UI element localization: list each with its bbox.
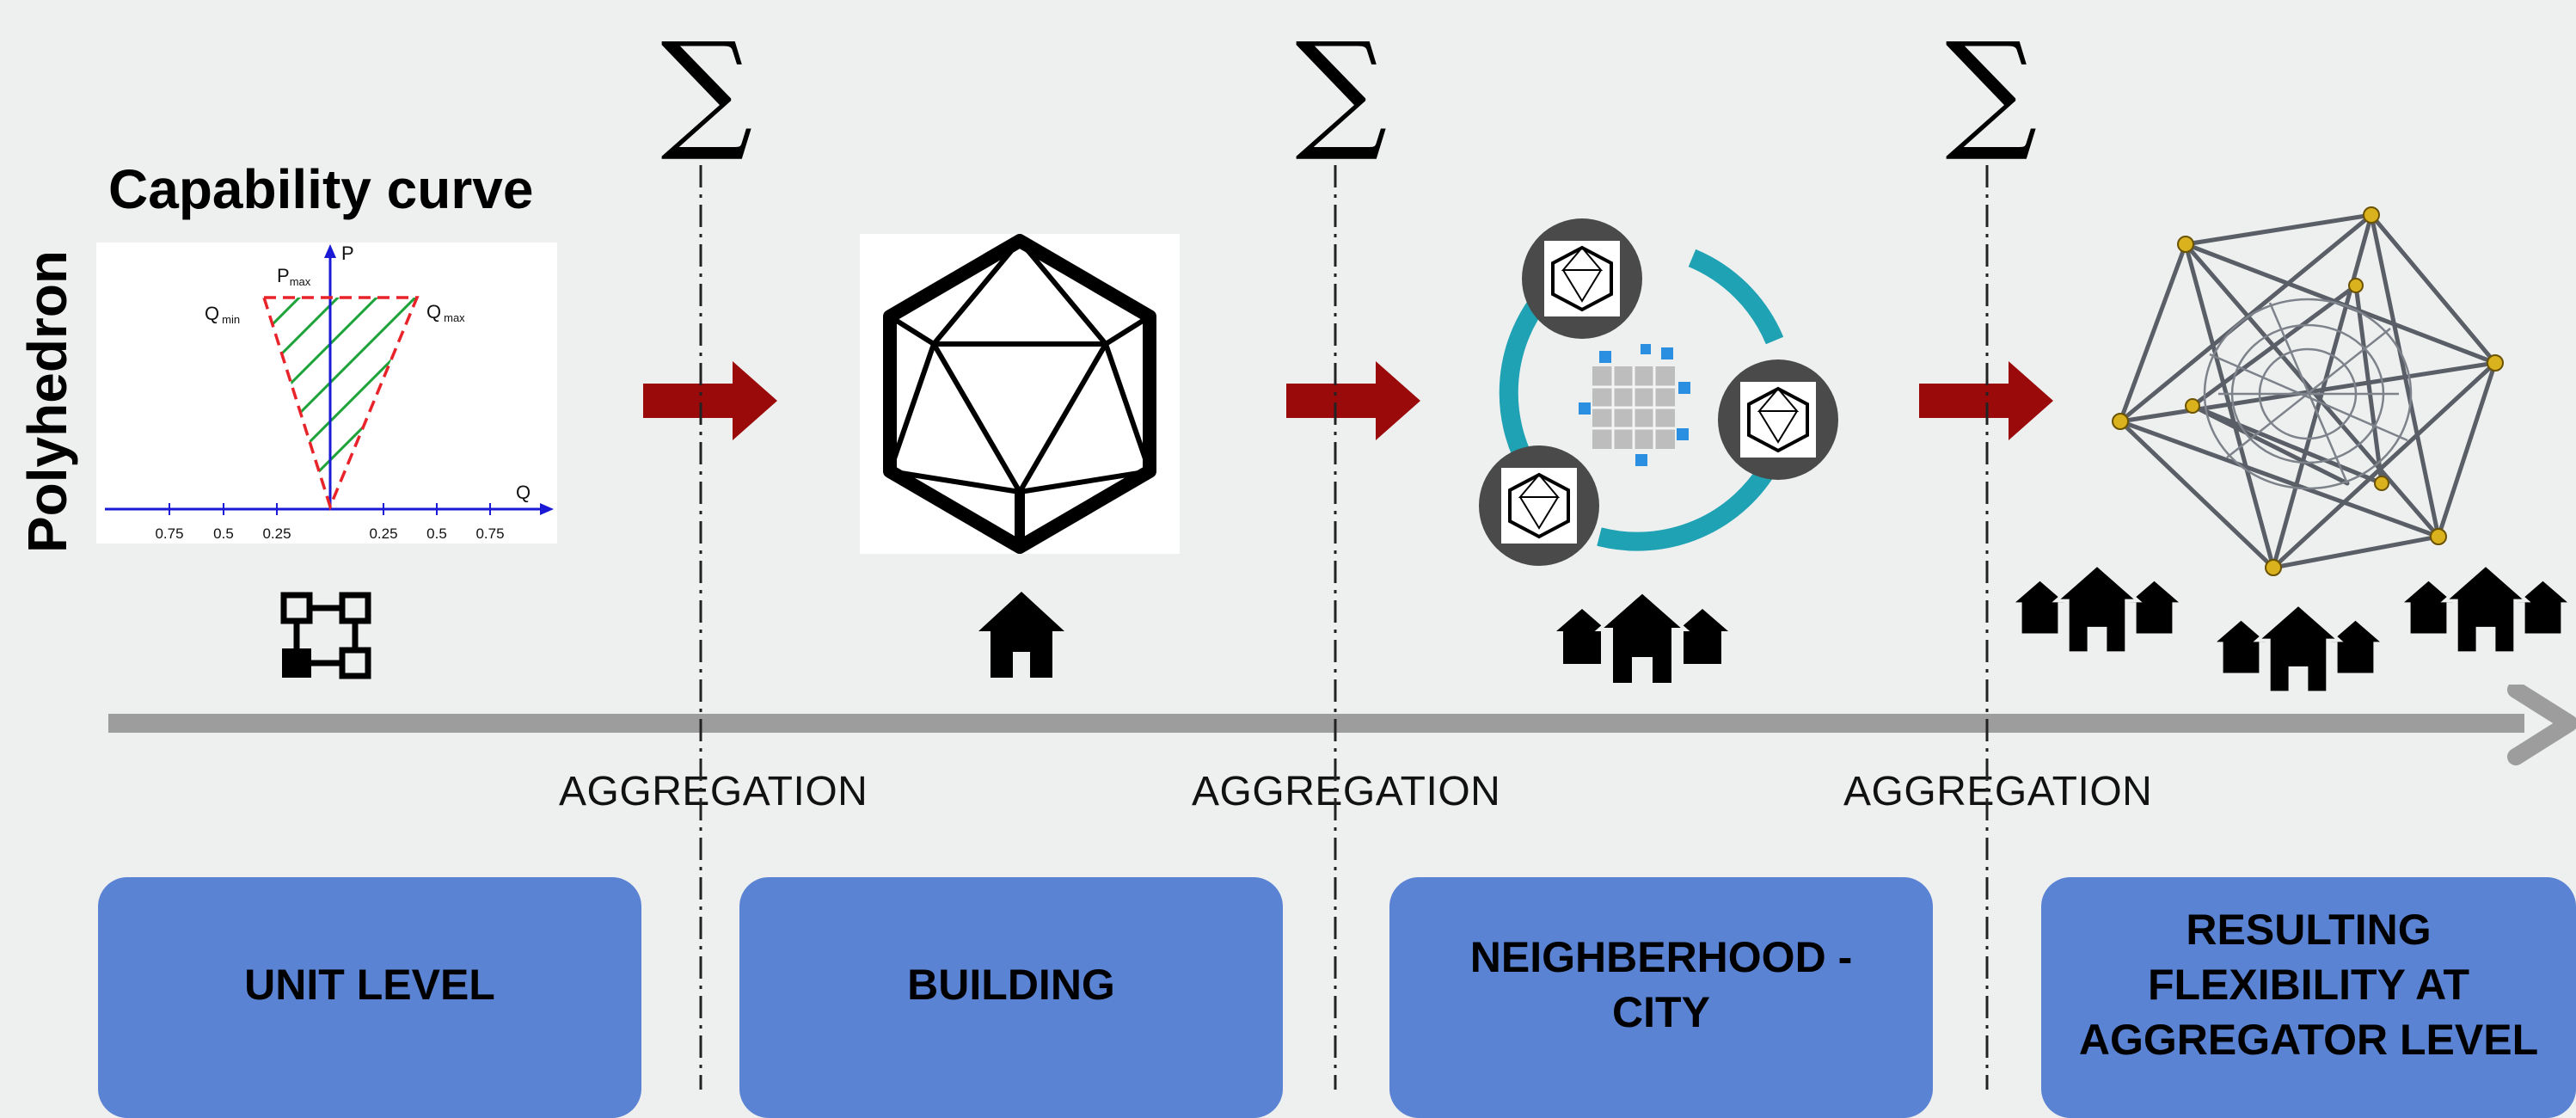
cube-cluster-icon	[1579, 344, 1690, 466]
icosahedron-icon	[883, 234, 1156, 554]
aggregation-label: AGGREGATION	[1843, 769, 2153, 814]
tick-label: 0.75	[475, 525, 504, 542]
house-icon	[978, 592, 1064, 678]
p-max-label: Pmax	[277, 265, 311, 288]
side-label: Polyhedron	[16, 249, 78, 554]
node-bottom	[1479, 445, 1599, 566]
q-axis-ticks	[169, 503, 491, 515]
tick-label: 0.5	[426, 525, 447, 542]
p-axis-label: P	[341, 243, 354, 264]
aggregation-divider	[1334, 165, 1337, 1090]
tick-label: 0.75	[155, 525, 183, 542]
stage-unit-level: UNIT LEVEL	[98, 877, 641, 1118]
stage-neighborhood-city: NEIGHBERHOOD - CITY	[1389, 877, 1933, 1118]
polytope-graphic	[2112, 206, 2504, 576]
capability-title: Capability curve	[108, 158, 534, 220]
aggregation-divider	[1985, 165, 1989, 1090]
right-arrow-icon	[1286, 361, 1420, 440]
stage-label: NEIGHBERHOOD - CITY	[1469, 933, 1853, 1036]
stage-aggregator-level: RESULTING FLEXIBILITY AT AGGREGATOR LEVE…	[2041, 877, 2576, 1118]
right-arrow-icon	[1919, 361, 2053, 440]
houses-cluster-icon	[2015, 564, 2179, 654]
q-axis-arrowhead	[540, 503, 554, 515]
q-axis-label: Q	[516, 482, 531, 503]
q-tick-labels: 0.75 0.5 0.25 0.25 0.5 0.75	[155, 525, 504, 542]
tick-label: 0.25	[369, 525, 397, 542]
node-top	[1522, 218, 1642, 339]
stage-label: UNIT LEVEL	[244, 961, 495, 1009]
p-axis-arrowhead	[324, 244, 336, 258]
stage-label: RESULTING FLEXIBILITY AT AGGREGATOR LEVE…	[2078, 906, 2539, 1064]
aggregation-label: AGGREGATION	[559, 769, 868, 814]
aggregation-divider	[699, 165, 702, 1090]
stage-building: BUILDING	[739, 877, 1283, 1118]
houses-cluster-icon	[1556, 592, 1728, 685]
houses-cluster-icon	[2217, 604, 2380, 693]
sigma-symbol: ∑	[660, 15, 753, 165]
stage-label: BUILDING	[907, 961, 1115, 1009]
network-node-icon	[280, 592, 371, 679]
node-right	[1718, 359, 1838, 480]
houses-cluster-icon	[2404, 564, 2567, 654]
sigma-symbol: ∑	[1295, 15, 1388, 165]
aggregation-label: AGGREGATION	[1192, 769, 1501, 814]
tick-label: 0.25	[262, 525, 291, 542]
chart-background	[96, 243, 557, 544]
right-arrow-icon	[643, 361, 777, 440]
sigma-symbol: ∑	[1945, 15, 2038, 165]
capability-boundary	[261, 296, 420, 512]
timeline-arrow-icon	[108, 685, 2576, 765]
neighborhood-cluster-graphic	[1479, 218, 1838, 566]
tick-label: 0.5	[213, 525, 234, 542]
